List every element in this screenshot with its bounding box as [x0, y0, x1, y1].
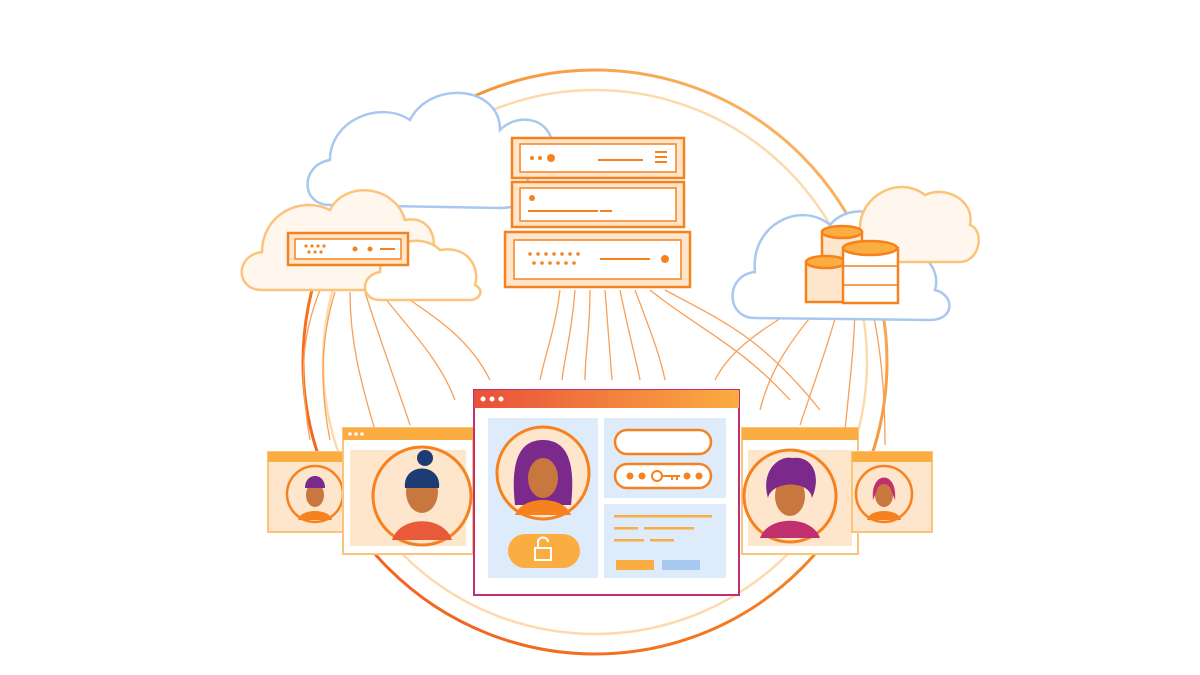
unlock-button[interactable]: [508, 534, 580, 568]
database-cylinder: [841, 239, 900, 305]
server-rack-icon: [503, 136, 692, 289]
outer-ring: [301, 68, 889, 656]
unlock-icon: [534, 536, 552, 561]
password-field[interactable]: [613, 462, 713, 490]
text-lines: [614, 515, 712, 542]
browser-window-right: [741, 427, 859, 555]
browser-window-login: [473, 389, 740, 596]
database-icon: [804, 224, 900, 305]
browser-window-left: [342, 427, 474, 555]
connection-lines: [302, 289, 886, 446]
router-icon: [286, 231, 410, 267]
browser-window-far-left: [267, 451, 349, 533]
username-field[interactable]: [613, 428, 713, 456]
submit-button[interactable]: [616, 560, 654, 570]
cancel-button[interactable]: [662, 560, 700, 570]
database-cylinder: [804, 254, 848, 304]
browser-window-far-right: [851, 451, 933, 533]
window-title-bar: [474, 390, 739, 408]
key-icon: [651, 470, 680, 482]
